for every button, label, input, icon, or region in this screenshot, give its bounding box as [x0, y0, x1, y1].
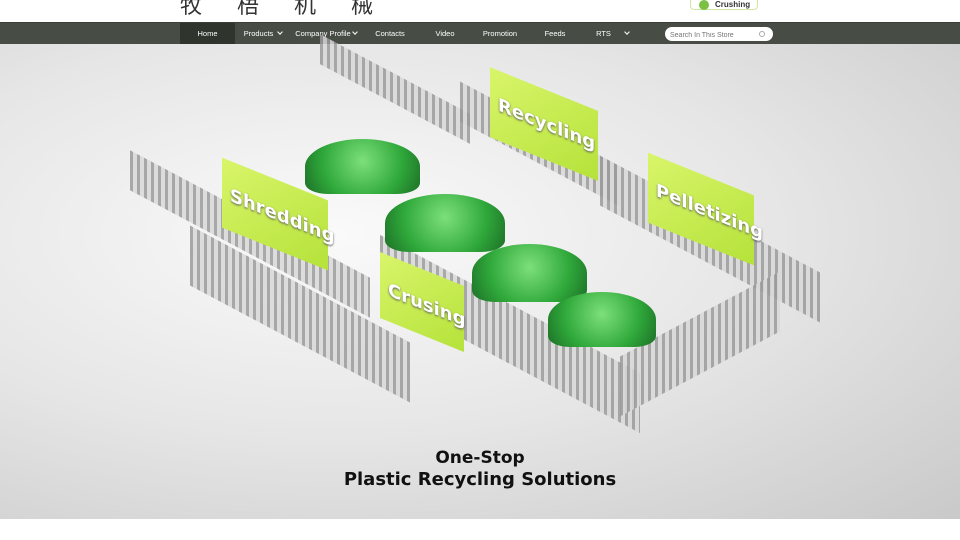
slogan-line2: Plastic Recycling Solutions [343, 469, 617, 490]
badge-label: Crushing [715, 0, 751, 9]
nav-rts[interactable]: RTS [590, 23, 635, 45]
globe-icon [699, 0, 709, 10]
nav-rts-label: RTS [596, 29, 611, 38]
top-header: 牧 梧 机 械 Crushing [0, 0, 960, 22]
brand-logo-text[interactable]: 牧 梧 机 械 [180, 0, 387, 19]
chevron-down-icon [351, 29, 358, 35]
search-input[interactable] [665, 27, 773, 41]
nav-contacts[interactable]: Contacts [375, 29, 405, 38]
search-icon[interactable] [759, 31, 765, 37]
chevron-down-icon [624, 29, 630, 35]
nav-products-label: Products [243, 29, 274, 38]
page-bottom [0, 519, 960, 540]
hero-banner[interactable]: Recycling Shredding Pelletizing Crusing … [0, 34, 960, 519]
nav-products[interactable]: Products [238, 23, 288, 45]
crushing-badge[interactable]: Crushing [690, 0, 758, 10]
plastic-flakes-pile [472, 244, 587, 302]
nav-feeds[interactable]: Feeds [544, 29, 566, 38]
main-nav: Home Products Company Profile Contacts V… [0, 22, 960, 67]
plastic-flakes-pile [305, 139, 420, 194]
chevron-down-icon [277, 29, 284, 35]
nav-company-label: Company Profile [295, 29, 351, 38]
plastic-flakes-pile [385, 194, 505, 252]
slogan-line1: One-Stop [435, 448, 525, 468]
plastic-flakes-pile [548, 292, 656, 347]
nav-promotion[interactable]: Promotion [482, 29, 518, 38]
machine-line [320, 34, 470, 144]
nav-home[interactable]: Home [180, 23, 235, 45]
nav-video[interactable]: Video [435, 29, 455, 38]
nav-company-profile[interactable]: Company Profile [292, 23, 360, 45]
